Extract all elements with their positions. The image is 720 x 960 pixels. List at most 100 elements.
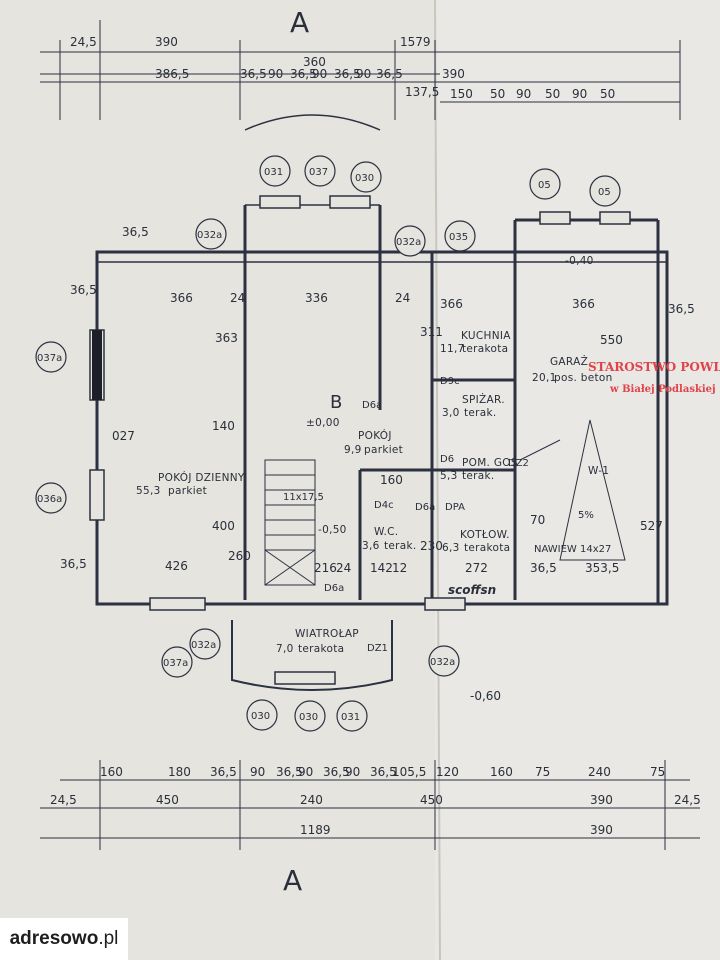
dim-int-18: 160 bbox=[380, 473, 403, 487]
tag-037-top: 037 bbox=[309, 167, 328, 178]
tag-d9c: D9c bbox=[440, 376, 460, 387]
dim-bot-4: 90 bbox=[250, 765, 265, 779]
tag-031-top: 031 bbox=[264, 167, 283, 178]
paper-fold bbox=[434, 0, 441, 960]
room-floor-garaz: pos. beton bbox=[554, 372, 613, 384]
tag-032a-bottom: 032a bbox=[191, 640, 216, 651]
tag-d6a-1: D6a bbox=[362, 400, 382, 411]
room-floor-pokoj: parkiet bbox=[364, 444, 403, 456]
dim-top-10: 36,5 bbox=[334, 67, 361, 81]
dim-bot-17: 450 bbox=[156, 793, 179, 807]
dim-bot-15: 75 bbox=[650, 765, 665, 779]
stair-label: 11x17,5 bbox=[283, 492, 324, 503]
tag-037a-bottom: 037a bbox=[163, 658, 188, 669]
room-floor-wc: terak. bbox=[384, 540, 417, 552]
dim-bot-2: 180 bbox=[168, 765, 191, 779]
dim-top-6: 36,5 bbox=[240, 67, 267, 81]
dim-bot-18: 240 bbox=[300, 793, 323, 807]
dim-bot-13: 75 bbox=[535, 765, 550, 779]
room-name-wc: W.C. bbox=[374, 526, 398, 538]
dim-top-4: 360 bbox=[303, 55, 326, 69]
window-detail-black bbox=[92, 330, 102, 400]
stamp-line1: STAROSTWO POWIAT bbox=[588, 360, 720, 374]
dim-bot-21: 24,5 bbox=[674, 793, 701, 807]
watermark-brand: adresowo bbox=[9, 928, 99, 949]
dim-top-17: 90 bbox=[516, 87, 531, 101]
dim-top-5: 386,5 bbox=[155, 67, 189, 81]
dim-int-17: 216 bbox=[314, 561, 337, 575]
tag-dz1: DZ1 bbox=[367, 643, 388, 654]
dim-int-29: 36,5 bbox=[530, 561, 557, 575]
dim-top-1: 24,5 bbox=[70, 35, 97, 49]
tag-d6a-2: D6a bbox=[324, 583, 344, 594]
dim-top-11: 90 bbox=[356, 67, 371, 81]
dim-top-16: 50 bbox=[490, 87, 505, 101]
dim-top-3: 1579 bbox=[400, 35, 431, 49]
dim-int-21: 272 bbox=[465, 561, 488, 575]
room-name-garaz: GARAŻ bbox=[550, 355, 588, 368]
dim-int-13: 140 bbox=[212, 419, 235, 433]
dim-int-11: 550 bbox=[600, 333, 623, 347]
room-name-pokoj: POKÓJ bbox=[358, 429, 392, 442]
dim-top-9: 90 bbox=[312, 67, 327, 81]
dim-int-25: 36,5 bbox=[60, 557, 87, 571]
dim-top-19: 90 bbox=[572, 87, 587, 101]
official-stamp: STAROSTWO POWIAT w Białej Podlaskiej bbox=[588, 360, 720, 395]
dim-int-12: 027 bbox=[112, 429, 135, 443]
dim-int-7: 36,5 bbox=[668, 302, 695, 316]
garage-door-label: W-1 bbox=[588, 465, 609, 477]
stamp-line2: w Białej Podlaskiej bbox=[609, 384, 716, 395]
tag-031-bottom: 031 bbox=[341, 712, 360, 723]
room-floor-kotlownia: terakota bbox=[464, 542, 510, 554]
dim-int-26: 24 bbox=[336, 561, 351, 575]
dim-bot-3: 36,5 bbox=[210, 765, 237, 779]
dim-int-19: 142 bbox=[370, 561, 393, 575]
dim-int-20: 230 bbox=[420, 539, 443, 553]
slope-label: 5% bbox=[578, 510, 594, 521]
tag-05-b: 05 bbox=[598, 187, 611, 198]
room-floor-kuchnia: terakota bbox=[462, 343, 508, 355]
dim-bot-19: 450 bbox=[420, 793, 443, 807]
room-floor-pom-gos: terak. bbox=[462, 470, 495, 482]
tag-032a-right: 032a bbox=[396, 237, 421, 248]
window-tags: 031 037 030 032a 032a 035 05 05 037a 036… bbox=[37, 167, 611, 723]
handwritten-note: scoffsn bbox=[448, 583, 496, 597]
room-name-kotlownia: KOTŁOW. bbox=[460, 529, 510, 541]
dim-int-1: 366 bbox=[170, 291, 193, 305]
dim-bot-5: 36,5 bbox=[276, 765, 303, 779]
dim-bot-1: 160 bbox=[100, 765, 123, 779]
dim-int-8: 24 bbox=[230, 291, 245, 305]
room-labels: POKÓJ DZIENNY 55,3 parkiet KUCHNIA 11,7 … bbox=[136, 330, 613, 655]
dim-int-4: 366 bbox=[572, 297, 595, 311]
dim-bot-23: 390 bbox=[590, 823, 613, 837]
dim-top-13: 137,5 bbox=[405, 85, 439, 99]
room-name-kuchnia: KUCHNIA bbox=[461, 330, 511, 342]
room-area-kotlownia: 6,3 bbox=[442, 542, 460, 554]
watermark-domain: .pl bbox=[98, 928, 119, 949]
room-area-spizarnia: 3,0 bbox=[442, 407, 460, 419]
tag-030-top: 030 bbox=[355, 173, 374, 184]
dim-int-16: 426 bbox=[165, 559, 188, 573]
dim-int-5: 36,5 bbox=[122, 225, 149, 239]
room-name-pom-gos: POM. GOS bbox=[462, 457, 518, 469]
dim-int-23: 527 bbox=[640, 519, 663, 533]
dim-int-6: 36,5 bbox=[70, 283, 97, 297]
dim-top-14: 390 bbox=[442, 67, 465, 81]
tag-dpa: DPA bbox=[445, 502, 465, 513]
dimension-labels: 24,5 390 1579 360 386,5 36,5 90 36,5 90 … bbox=[50, 35, 701, 837]
garage-door-symbol bbox=[519, 419, 626, 561]
room-name-wiatrolap: WIATROŁAP bbox=[295, 628, 359, 640]
tag-036a: 036a bbox=[37, 494, 62, 505]
dim-int-2: 336 bbox=[305, 291, 328, 305]
dim-int-24: 70 bbox=[530, 513, 545, 527]
dim-top-8: 36,5 bbox=[290, 67, 317, 81]
dim-int-9: 363 bbox=[215, 331, 238, 345]
nawiew-label: NAWIEW 14x27 bbox=[534, 544, 611, 555]
dim-bot-9: 36,5 bbox=[370, 765, 397, 779]
room-area-kuchnia: 11,7 bbox=[440, 343, 465, 355]
dim-int-22: 353,5 bbox=[585, 561, 619, 575]
section-mark-bottom: A bbox=[283, 864, 302, 897]
room-area-pokoj-dzienny: 55,3 bbox=[136, 485, 161, 497]
dim-bot-14: 240 bbox=[588, 765, 611, 779]
